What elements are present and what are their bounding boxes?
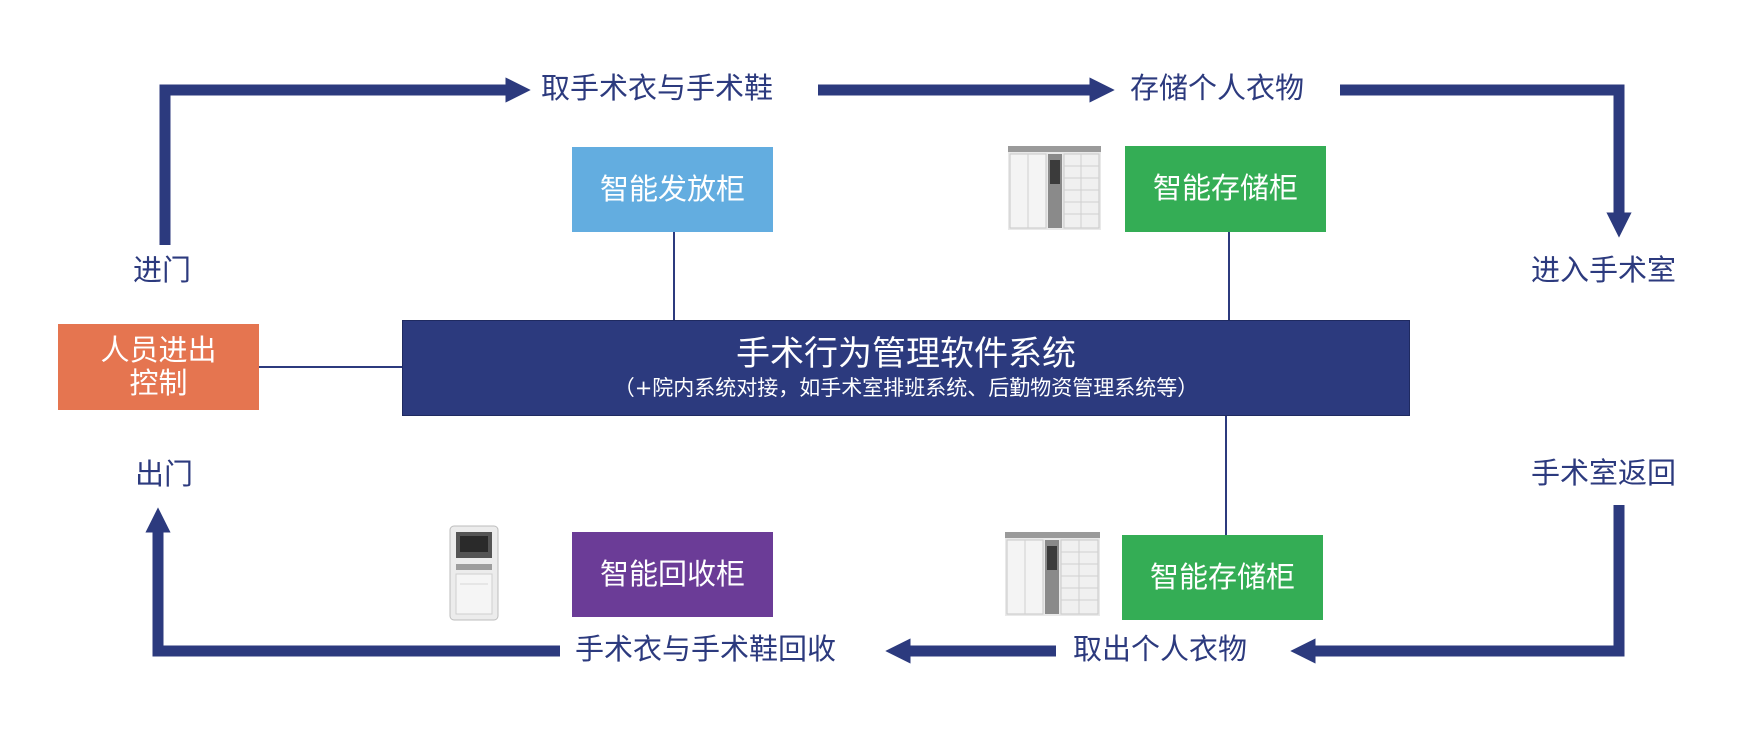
label-take-clothes: 取手术衣与手术鞋	[541, 71, 774, 105]
arrow-recycle-to-exit	[145, 507, 560, 657]
label-return-or: 手术室返回	[1531, 456, 1677, 490]
access-control-label-line1: 人员进出	[100, 332, 217, 367]
storage-cabinet-bottom-box: 智能存储柜	[1122, 535, 1323, 620]
recycle-machine-icon	[449, 525, 499, 621]
storage-cabinet-bottom-label: 智能存储柜	[1149, 559, 1295, 594]
system-title: 手术行为管理软件系统	[736, 333, 1076, 374]
storage-locker-icon	[1008, 146, 1101, 230]
access-control-box: 人员进出 控制	[58, 324, 259, 410]
dispense-cabinet-box: 智能发放柜	[572, 147, 773, 232]
label-store-personal: 存储个人衣物	[1130, 71, 1305, 105]
dispense-cabinet-label: 智能发放柜	[599, 171, 745, 206]
arrow-store-to-or	[1340, 84, 1632, 238]
arrow-enter-to-take	[159, 77, 531, 245]
recycle-cabinet-label: 智能回收柜	[599, 556, 745, 591]
label-enter: 进门	[133, 253, 192, 287]
access-control-label-line2: 控制	[129, 366, 188, 400]
storage-cabinet-top-box: 智能存储柜	[1125, 146, 1326, 232]
label-exit: 出门	[135, 457, 194, 491]
recycle-cabinet-box: 智能回收柜	[572, 532, 773, 617]
label-enter-or: 进入手术室	[1531, 253, 1677, 287]
arrow-return-to-retrieve	[1290, 505, 1625, 664]
label-retrieve-personal: 取出个人衣物	[1073, 632, 1248, 666]
management-system-box: 手术行为管理软件系统 （+院内系统对接，如手术室排班系统、后勤物资管理系统等）	[402, 320, 1410, 416]
storage-cabinet-top-label: 智能存储柜	[1152, 171, 1298, 206]
storage-locker-icon	[1005, 532, 1100, 616]
label-recycle-clothes: 手术衣与手术鞋回收	[575, 632, 837, 666]
system-subtitle: （+院内系统对接，如手术室排班系统、后勤物资管理系统等）	[613, 375, 1199, 400]
